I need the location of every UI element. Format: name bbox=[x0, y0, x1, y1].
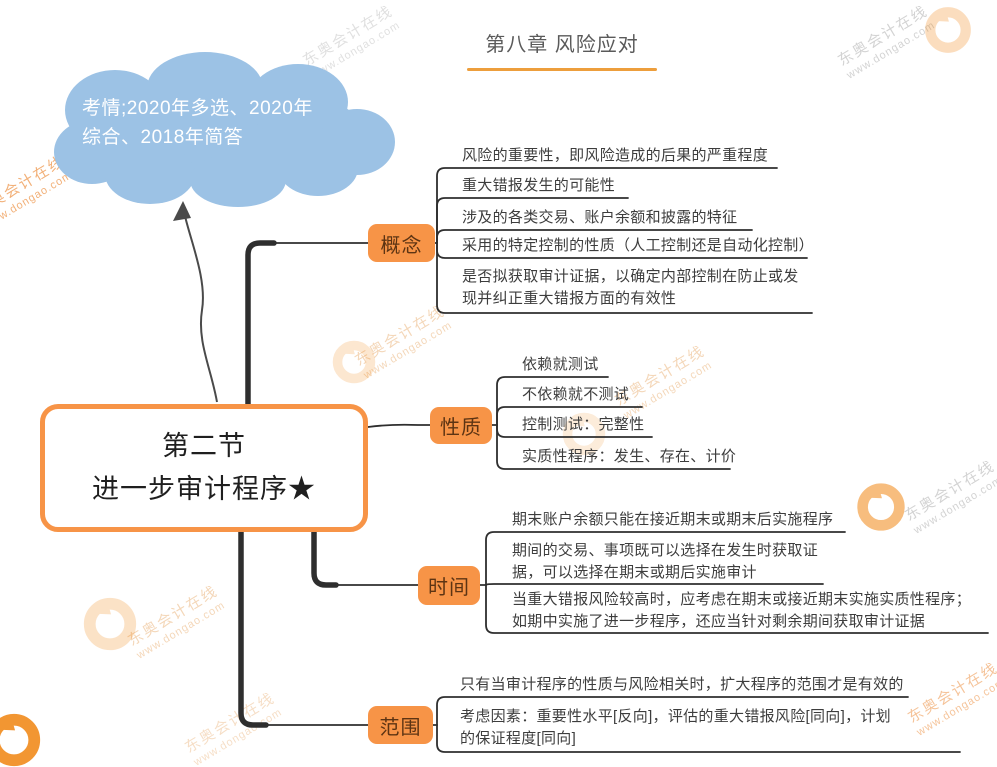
leaf-item[interactable]: 考虑因素：重要性水平[反向]，评估的重大错报风险[同向]，计划 的保证程度[同向… bbox=[460, 708, 891, 747]
underline-timing-3 bbox=[485, 584, 989, 634]
branch-nature[interactable]: 性质 bbox=[430, 407, 492, 444]
chapter-title: 第八章 风险应对 bbox=[485, 34, 639, 56]
underline-concept-3 bbox=[436, 229, 753, 244]
exam-note-cloud-shape bbox=[54, 52, 395, 207]
branch-scope[interactable]: 范围 bbox=[368, 706, 433, 744]
leaf-item[interactable]: 期间的交易、事项既可以选择在发生时获取证 据，可以选择在期末或期后实施审计 bbox=[512, 542, 819, 581]
leaf-item[interactable]: 当重大错报风险较高时，应考虑在期末或接近期末实施实质性程序； 如期中实施了进一步… bbox=[512, 591, 972, 630]
leaf-item[interactable]: 不依赖就不测试 bbox=[522, 386, 630, 403]
underline-timing-1 bbox=[485, 531, 846, 586]
exam-note-cloud[interactable]: 考情;2020年多选、2020年 综合、2018年简答 bbox=[82, 98, 313, 148]
underline-concept-5 bbox=[436, 242, 813, 314]
underline-nature-1 bbox=[496, 376, 609, 426]
leaf-item[interactable]: 采用的特定控制的性质（人工控制还是自动化控制） bbox=[462, 237, 814, 254]
chapter-title-block: 第八章 风险应对 bbox=[467, 28, 657, 71]
underline-nature-4 bbox=[496, 424, 731, 470]
branch-concept[interactable]: 概念 bbox=[368, 224, 435, 262]
trunk-line-concept bbox=[245, 240, 277, 409]
arrowhead-icon bbox=[173, 201, 191, 221]
trunk-line-timing bbox=[311, 528, 339, 588]
underline-scope-1 bbox=[436, 696, 909, 726]
underline-timing-2 bbox=[485, 583, 824, 586]
branch-timing[interactable]: 时间 bbox=[418, 566, 480, 605]
underline-concept-2 bbox=[436, 197, 629, 244]
central-topic[interactable]: 第二节 进一步审计程序★ bbox=[40, 404, 368, 532]
cloud-arrow-connector bbox=[173, 201, 218, 403]
underline-concept-1 bbox=[436, 167, 778, 244]
leaf-item[interactable]: 风险的重要性，即风险造成的后果的严重程度 bbox=[462, 147, 769, 164]
connector-nature bbox=[367, 423, 432, 428]
leaf-item[interactable]: 依赖就测试 bbox=[522, 356, 599, 373]
leaf-item[interactable]: 只有当审计程序的性质与风险相关时，扩大程序的范围才是有效的 bbox=[460, 676, 904, 693]
trunk-line-scope bbox=[238, 528, 269, 728]
underline-nature-2 bbox=[496, 406, 643, 426]
leaf-item[interactable]: 重大错报发生的可能性 bbox=[462, 177, 616, 194]
underline-scope-2 bbox=[436, 724, 961, 753]
leaf-item[interactable]: 实质性程序：发生、存在、计价 bbox=[522, 448, 737, 465]
chapter-title-underline bbox=[467, 68, 657, 71]
leaf-item[interactable]: 涉及的各类交易、账户余额和披露的特征 bbox=[462, 209, 738, 226]
leaf-item[interactable]: 控制测试：完整性 bbox=[522, 416, 645, 433]
leaf-item[interactable]: 期末账户余额只能在接近期末或期末后实施程序 bbox=[512, 511, 834, 528]
central-topic-label: 第二节 进一步审计程序★ bbox=[92, 431, 316, 504]
leaf-item[interactable]: 是否拟获取审计证据，以确定内部控制在防止或发 现并纠正重大错报方面的有效性 bbox=[462, 268, 799, 307]
